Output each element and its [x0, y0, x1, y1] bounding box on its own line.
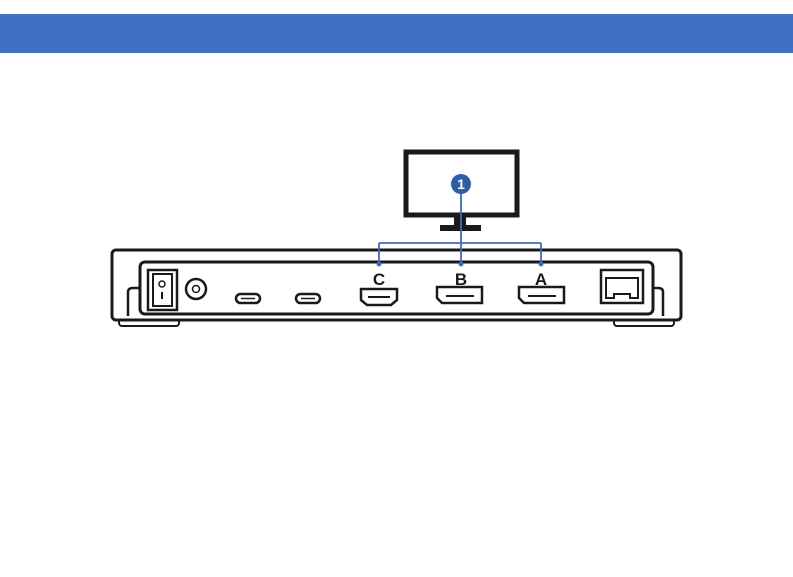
usb-c-port-2	[296, 294, 320, 303]
ethernet-port	[601, 270, 643, 303]
port-label-a: A	[535, 270, 547, 289]
displayport-port-a	[519, 287, 564, 303]
hdmi-port-c	[361, 289, 397, 305]
power-switch	[148, 270, 177, 310]
port-label-c: C	[373, 270, 385, 289]
port-label-b: B	[455, 270, 467, 289]
callout-badge-1: 1	[451, 174, 471, 194]
callout-number: 1	[457, 176, 465, 192]
dc-power-jack	[186, 279, 206, 299]
displayport-port-b	[437, 287, 482, 303]
usb-c-port-1	[236, 294, 260, 303]
